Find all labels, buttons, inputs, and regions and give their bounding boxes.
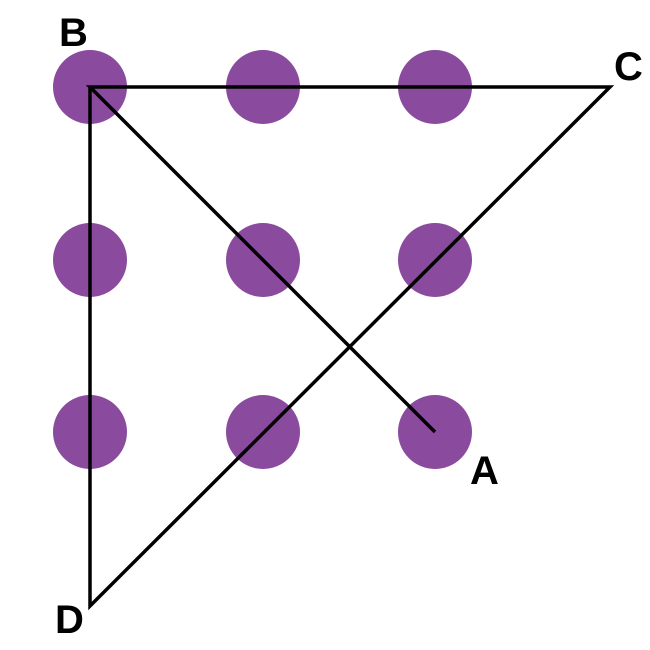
label-point-d: D [55,598,84,642]
label-point-c: C [614,45,643,89]
label-point-b: B [59,11,88,55]
label-point-a: A [470,449,499,493]
solution-path [85,85,615,611]
point-labels: B C A D [55,11,643,642]
